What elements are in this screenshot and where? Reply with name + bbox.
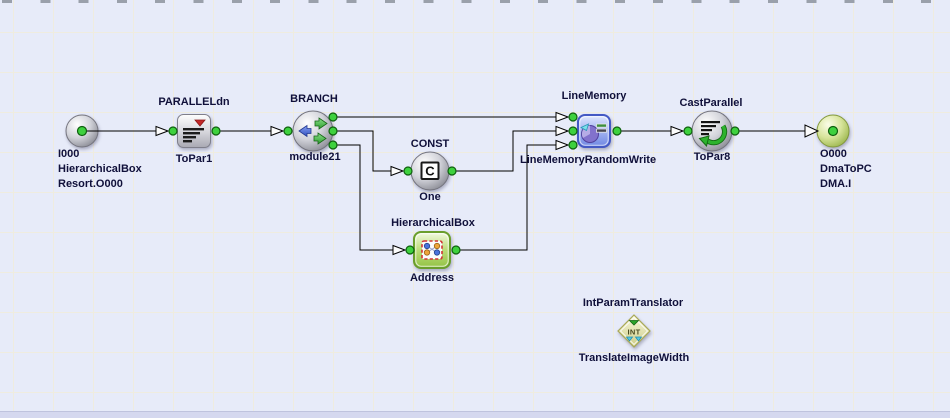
- ports[interactable]: [76, 112, 839, 255]
- cyan-down-triangle-icon: [625, 336, 634, 342]
- port-topar1-in: [168, 126, 178, 136]
- wire-arrowheads: [155, 111, 820, 256]
- toolbar-edge-stubs: [2, 0, 948, 3]
- node-linememory[interactable]: [576, 113, 612, 149]
- green-right-arrow-icon: [314, 117, 328, 130]
- const-c-glyph: C: [425, 164, 435, 179]
- port-linememory-in2: [568, 126, 578, 136]
- node-address-type: HierarchicalBox: [391, 217, 475, 229]
- bottom-panel-edge: [0, 411, 950, 418]
- node-topar1-label: ToPar1: [175, 153, 213, 165]
- port-module21-out1: [328, 112, 338, 122]
- node-linememory-label: LineMemoryRandomWrite: [520, 154, 657, 166]
- node-topar8-type: CastParallel: [679, 97, 743, 109]
- port-o000-in: [827, 125, 839, 137]
- node-i000-label: I000 HierarchicalBox Resort.O000: [58, 148, 142, 190]
- port-address-in: [405, 245, 415, 255]
- node-translator-type: IntParamTranslator: [582, 297, 684, 309]
- port-topar8-out: [730, 126, 740, 136]
- blue-left-arrow-icon: [298, 124, 312, 138]
- node-topar1-type: PARALLELdn: [158, 96, 230, 108]
- port-module21-out2: [328, 126, 338, 136]
- port-module21-in: [283, 126, 293, 136]
- cast-parallel-icon: [691, 110, 733, 152]
- node-topar8-label: ToPar8: [693, 151, 731, 163]
- int-param-translator-icon: INT: [617, 314, 651, 348]
- port-module21-out3: [328, 140, 338, 150]
- node-o000-label: O000 DmaToPC DMA.I: [820, 148, 872, 190]
- node-one-label: One: [419, 191, 441, 203]
- paralleldn-icon: [177, 114, 211, 148]
- node-topar8[interactable]: [691, 110, 733, 152]
- port-one-in: [403, 166, 413, 176]
- red-down-triangle-icon: [194, 119, 206, 127]
- port-topar8-in: [683, 126, 693, 136]
- node-one-type: CONST: [410, 138, 450, 150]
- int-glyph: INT: [628, 328, 641, 337]
- port-address-out: [451, 245, 461, 255]
- wires[interactable]: [82, 116, 805, 251]
- green-right-arrow-icon: [313, 132, 327, 145]
- cyan-arrow-icon: [580, 123, 590, 132]
- cyan-down-triangle-icon: [634, 336, 643, 342]
- line-memory-icon: [577, 114, 611, 148]
- port-linememory-out: [612, 126, 622, 136]
- port-linememory-in3: [568, 140, 578, 150]
- node-linememory-type: LineMemory: [561, 90, 627, 102]
- node-translator-label: TranslateImageWidth: [578, 352, 690, 364]
- port-i000-out: [76, 125, 88, 137]
- node-topar1[interactable]: [176, 113, 212, 149]
- port-topar1-out: [211, 126, 221, 136]
- node-module21-label: module21: [289, 151, 341, 163]
- port-linememory-in1: [568, 112, 578, 122]
- port-one-out: [447, 166, 457, 176]
- node-translator[interactable]: INT: [614, 311, 654, 351]
- node-address-label: Address: [409, 272, 455, 284]
- node-module21-type: BRANCH: [290, 93, 338, 105]
- green-down-triangle-icon: [628, 320, 640, 326]
